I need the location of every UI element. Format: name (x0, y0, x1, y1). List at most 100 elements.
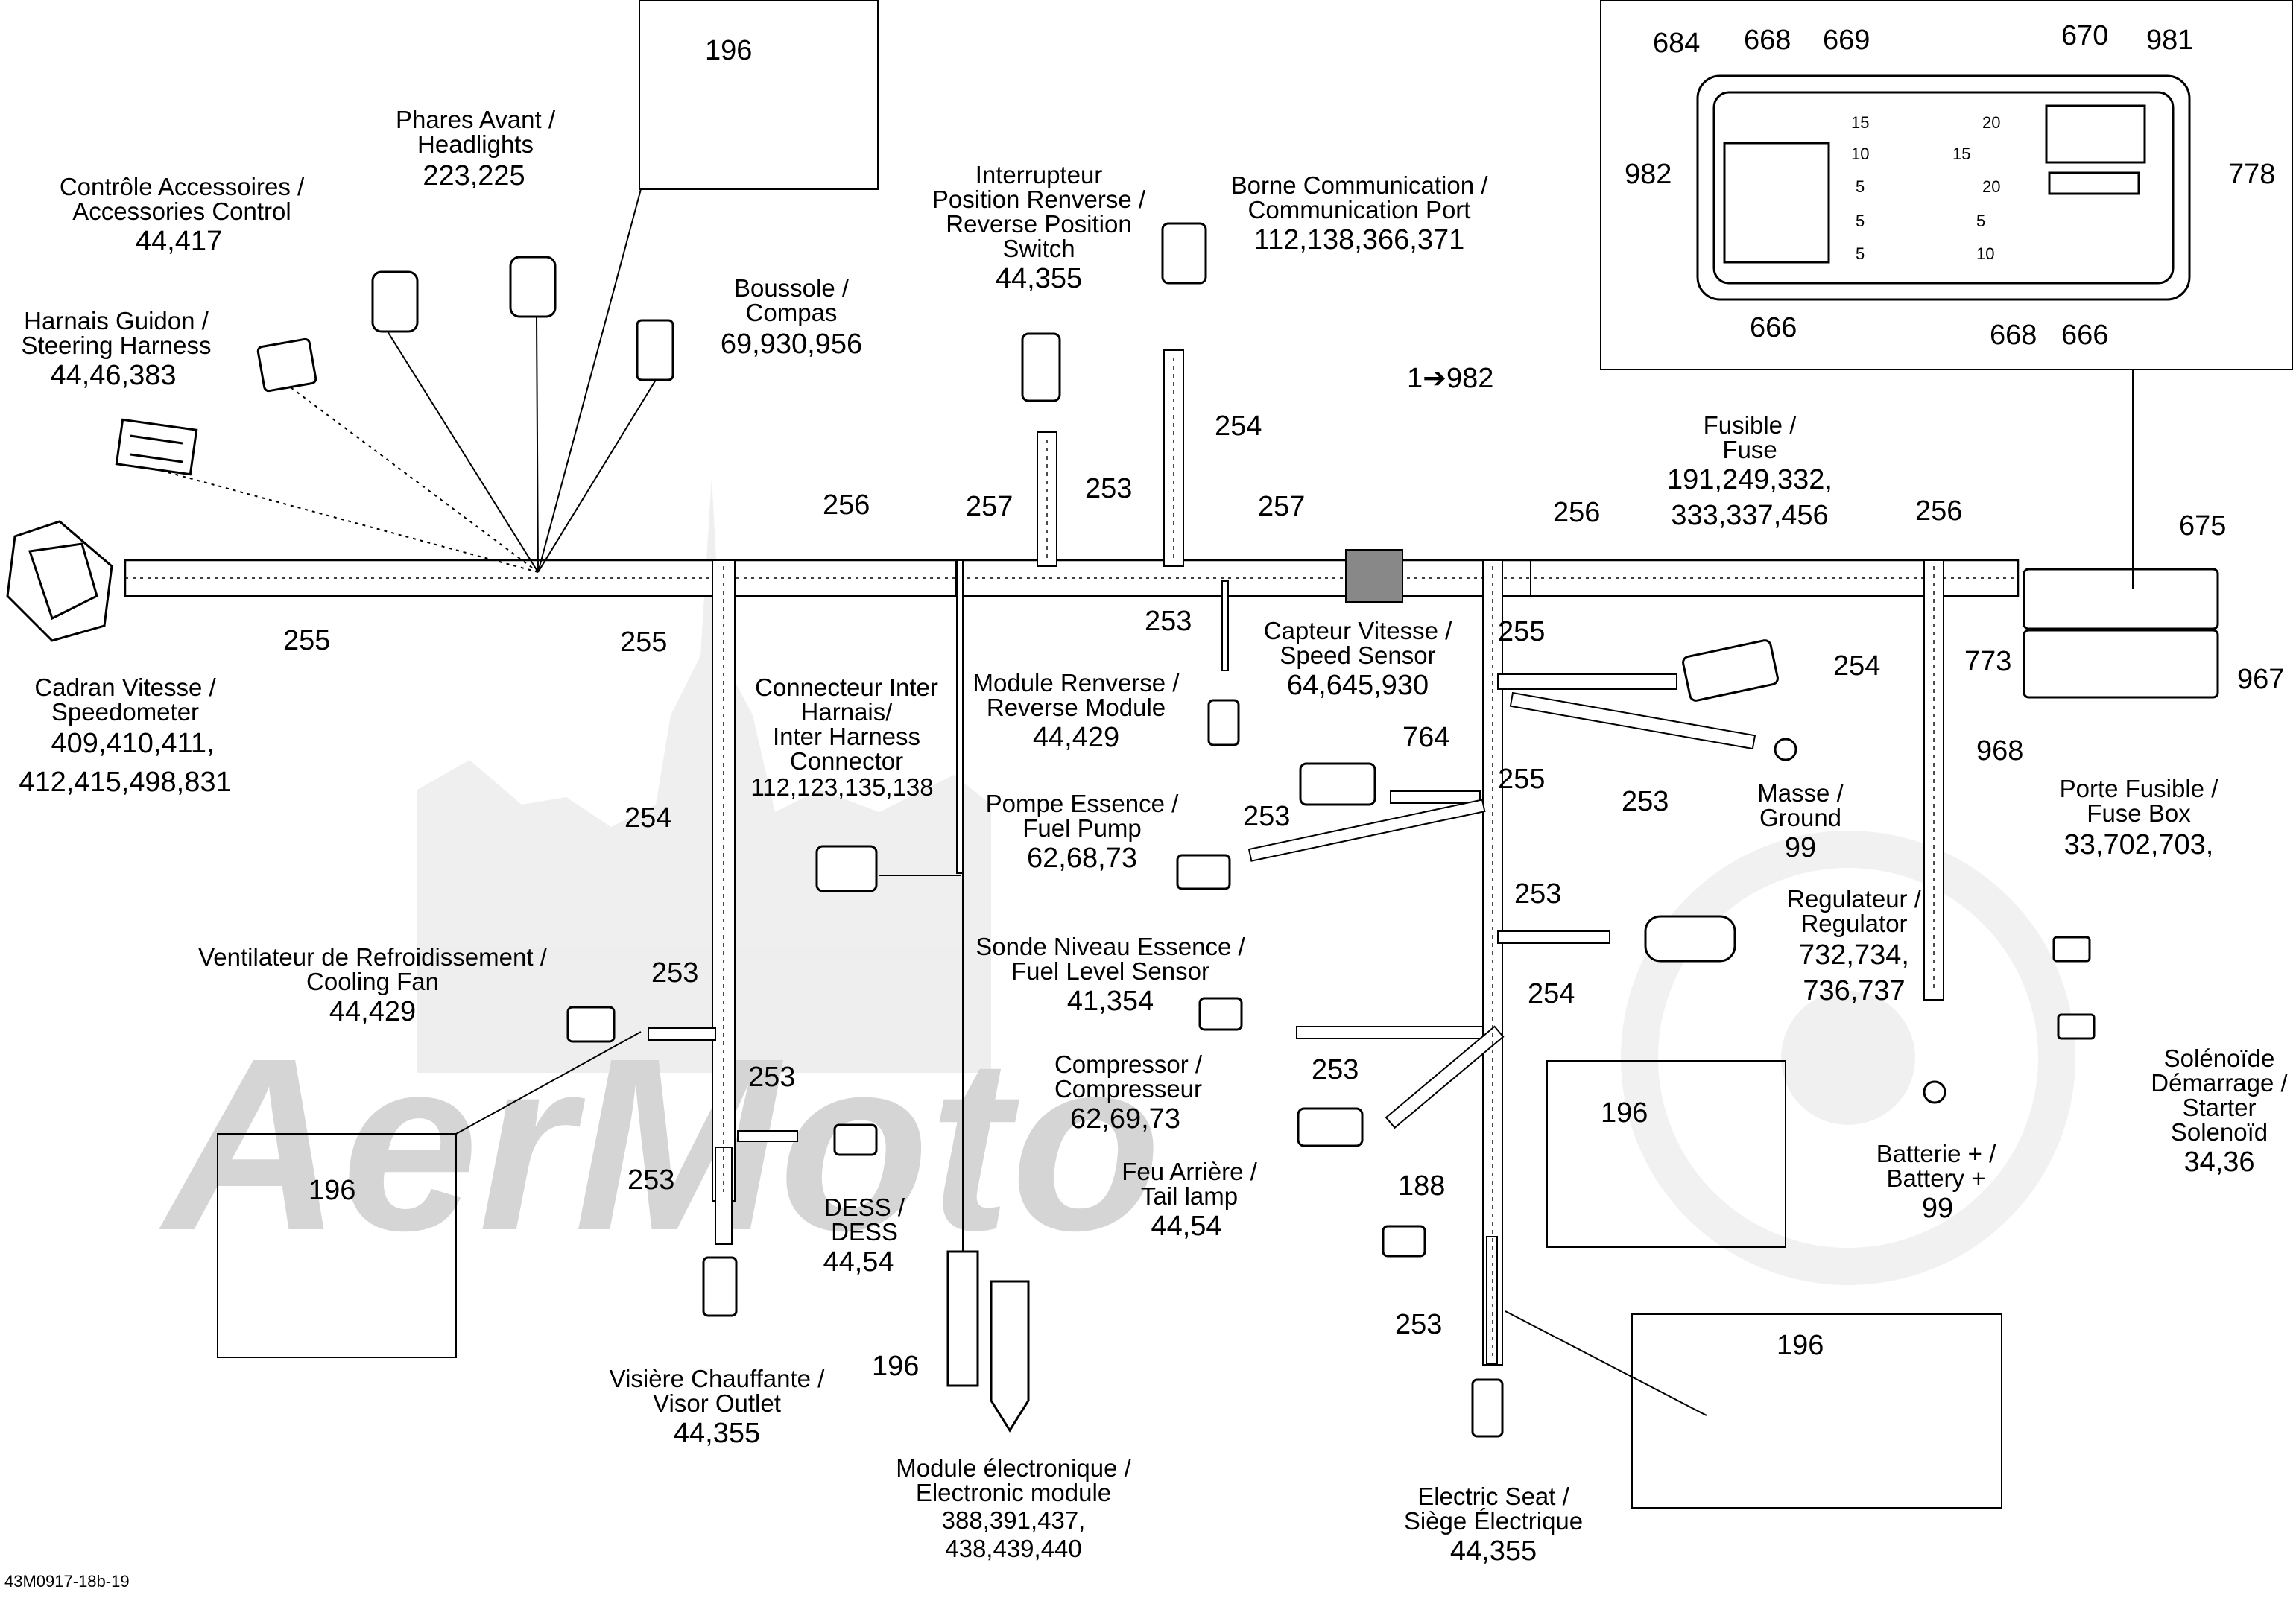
dess-fr: DESS / (824, 1193, 905, 1221)
accessories-control-connector (256, 337, 317, 393)
headlights-fr: Phares Avant / (396, 106, 556, 133)
regulator-refs-2: 736,737 (1803, 975, 1905, 1006)
callout-256: 256 (823, 489, 870, 521)
callout-255: 255 (1498, 764, 1545, 795)
fuse-callout-778: 778 (2228, 159, 2275, 190)
battery-en: Battery + (1887, 1164, 1986, 1192)
callout-253: 253 (1395, 1309, 1442, 1340)
labels: Cadran Vitesse / Speedometer 409,410,411… (4, 20, 2289, 1591)
dess-connector (833, 1123, 878, 1156)
fuel-pump-connector (1176, 854, 1231, 890)
callout-253: 253 (1085, 473, 1132, 504)
callout-253: 253 (1243, 801, 1290, 832)
tail-lamp-refs: 44,54 (1151, 1211, 1221, 1242)
headlights-refs: 223,225 (423, 160, 525, 191)
headlight-connectors (371, 256, 557, 333)
callout-967: 967 (2237, 664, 2284, 695)
visor-fr: Visière Chauffante / (610, 1365, 825, 1392)
cooling-fan-en: Cooling Fan (306, 968, 439, 995)
fuse-callout-684: 684 (1653, 28, 1700, 59)
fuel-level-fr: Sonde Niveau Essence / (975, 933, 1245, 960)
speed-sensor-connector (1299, 762, 1376, 806)
fuse-callout-668: 668 (1990, 320, 2037, 351)
comm-port-fr: Borne Communication / (1231, 171, 1489, 199)
callout-257: 257 (966, 491, 1013, 522)
callout-255: 255 (1498, 616, 1545, 647)
dess-en: DESS (831, 1218, 898, 1246)
compass-connector (636, 319, 674, 381)
callout-196: 196 (1777, 1330, 1824, 1361)
steering-harness-fr: Harnais Guidon / (24, 307, 209, 334)
fuse-box-fr: Porte Fusible / (2060, 775, 2219, 802)
steering-harness-en: Steering Harness (22, 332, 212, 359)
reverse-switch-l2: Position Renverse / (932, 186, 1146, 213)
fuse-callout-981: 981 (2146, 25, 2193, 56)
compressor-fr: Compressor / (1054, 1050, 1203, 1078)
callout-254: 254 (1833, 650, 1880, 682)
battery-refs: 99 (1922, 1193, 1953, 1224)
ground-refs: 99 (1785, 832, 1816, 863)
callout-253: 253 (627, 1164, 674, 1196)
fuse-connector (1682, 639, 1779, 702)
fuse-callout-666: 666 (1750, 312, 1797, 343)
fuse-fr: Fusible / (1704, 411, 1797, 439)
fuse-box-detail (1696, 74, 2191, 301)
fuel-level-en: Fuel Level Sensor (1011, 957, 1209, 985)
fuse-rating: 15 (1952, 145, 1970, 163)
speed-sensor-refs: 64,645,930 (1287, 670, 1429, 701)
fuel-pump-refs: 62,68,73 (1027, 843, 1137, 874)
starter-solenoid-connectors (2052, 936, 2096, 1040)
solenoid-refs: 34,36 (2183, 1147, 2254, 1178)
fuse-box-holder (2023, 568, 2219, 699)
compressor-refs: 62,69,73 (1070, 1103, 1180, 1135)
tail-lamp-en: Tail lamp (1141, 1182, 1238, 1210)
electronic-module-refs-2: 438,439,440 (945, 1535, 1082, 1562)
fuse-callout-666: 666 (2061, 320, 2108, 351)
electronic-module-en: Electronic module (916, 1479, 1111, 1506)
battery-fr: Batterie + / (1876, 1140, 1996, 1167)
fuse-rating: 20 (1982, 177, 2000, 196)
ground-terminal (1774, 738, 1797, 761)
fuse-rating: 15 (1851, 113, 1869, 132)
compass-refs: 69,930,956 (721, 329, 862, 360)
regulator-fr: Regulateur / (1787, 885, 1922, 913)
callout-256: 256 (1915, 495, 1962, 527)
reverse-module-refs: 44,429 (1033, 722, 1119, 753)
reverse-switch-refs: 44,355 (996, 263, 1082, 294)
accessories-control-en: Accessories Control (72, 197, 291, 225)
visor-en: Visor Outlet (653, 1389, 781, 1417)
compass-en: Compas (746, 299, 838, 326)
callout-196: 196 (705, 35, 752, 66)
inter-harness-l1: Connecteur Inter (755, 673, 938, 701)
headlights-en: Headlights (417, 130, 534, 158)
leader-lines (156, 188, 2134, 1416)
callout-253: 253 (1622, 786, 1669, 817)
speedometer-refs-2: 412,415,498,831 (19, 767, 231, 798)
compressor-en: Compresseur (1054, 1075, 1202, 1103)
speedometer-refs-1: 409,410,411, (51, 728, 214, 759)
callout-253: 253 (748, 1062, 795, 1093)
steering-harness-refs: 44,46,383 (50, 360, 176, 391)
callout-256: 256 (1553, 497, 1600, 528)
fuse-rating: 5 (1976, 212, 1985, 230)
fuse-rating: 5 (1856, 244, 1865, 263)
accessories-control-fr: Contrôle Accessoires / (60, 173, 305, 200)
fuse-callout-982: 982 (1625, 159, 1672, 190)
electric-seat-fr: Siège Électrique (1404, 1507, 1583, 1535)
comm-port-connector (1161, 222, 1207, 285)
fuse-refs-2: 333,337,456 (1671, 500, 1828, 531)
speed-sensor-fr: Capteur Vitesse / (1264, 617, 1452, 644)
solenoid-l3: Starter (2182, 1094, 2256, 1121)
callout-257: 257 (1258, 491, 1305, 522)
solenoid-l1: Solénoïde (2164, 1044, 2275, 1072)
inter-harness-connector (815, 845, 878, 892)
fuel-pump-en: Fuel Pump (1022, 814, 1142, 842)
reverse-module-connector (1207, 699, 1240, 746)
fuse-refs-1: 191,249,332, (1667, 464, 1832, 495)
fuse-callout-668: 668 (1744, 25, 1791, 56)
solenoid-l4: Solenoïd (2171, 1118, 2268, 1146)
watermark-text: AerMoto (156, 1006, 1162, 1281)
visor-refs: 44,355 (674, 1418, 760, 1449)
reverse-module-en: Reverse Module (987, 694, 1166, 721)
fuse-callout-669: 669 (1823, 25, 1870, 56)
